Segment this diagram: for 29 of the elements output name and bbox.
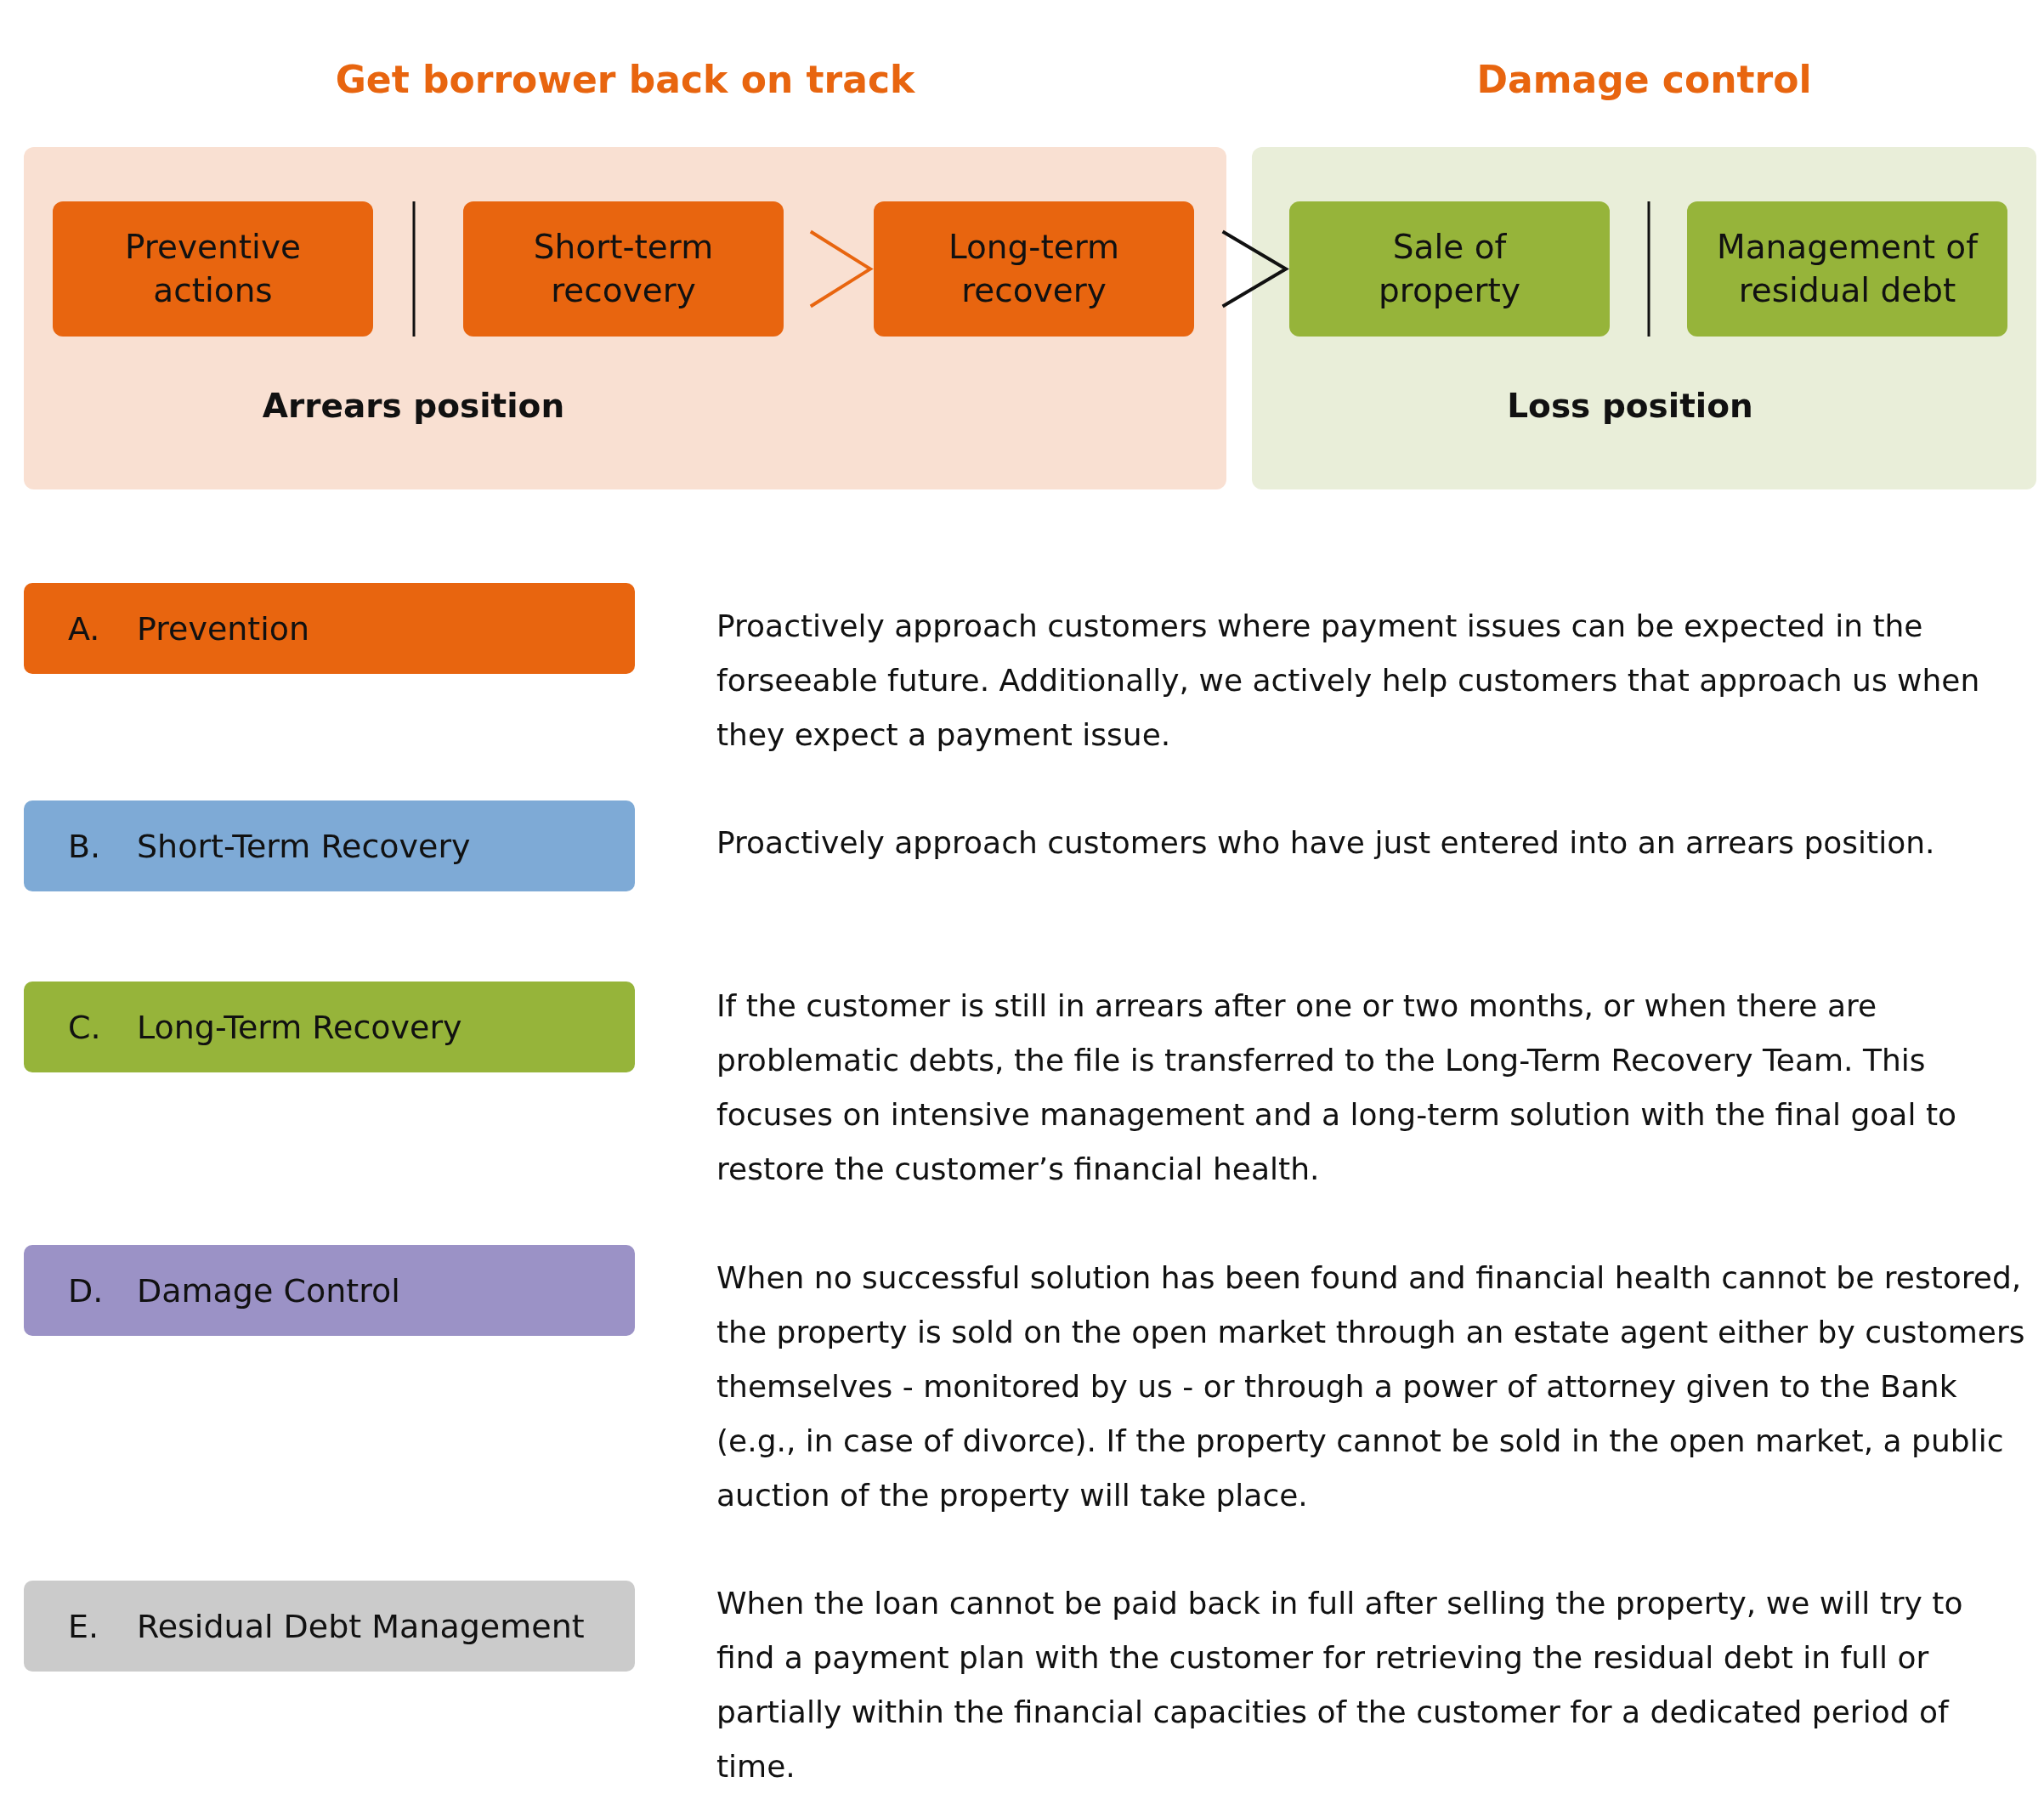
category-bar (24, 1245, 635, 1336)
step-box: Management of residual debt (1687, 201, 2007, 337)
description-text: If the customer is still in arrears after one or two months, or when there are problematic debts, the file is transferred to the Long-Term Recovery Team. This focuses on intensive management and a long-term solution with the final goal to restore the customer’s financial health. (716, 987, 1958, 1188)
category-letter: B. (68, 827, 101, 865)
category-letter: C. (68, 1008, 101, 1046)
description-text: Proactively approach customers who have just entered into an arrears position. (716, 824, 1936, 862)
category-bar (24, 800, 635, 891)
step-box: Sale of property (1289, 201, 1610, 337)
category-letter: D. (68, 1271, 104, 1310)
stage-heading: Get borrower back on track (334, 58, 916, 101)
category-letter: A. (68, 609, 100, 648)
description-text: Proactively approach customers where payment issues can be expected in the forseeable future. Additionally, we actively help customers that approach us when they expect a payment issue. (716, 608, 1981, 754)
category-name: Damage Control (137, 1271, 400, 1310)
description-text: When no successful solution has been found and financial health cannot be restored, the property is sold on the open market through an estate agent either by customers themselves - monitored by us - or through a power of attorney given to the Bank (e.g., in case of divorce). If the property cannot be sold in the open market, a public auction of the property will take place. (716, 1259, 2026, 1514)
category-name: Prevention (137, 609, 310, 648)
panel-title: Arrears position (261, 387, 566, 425)
category-letter: E. (68, 1607, 99, 1645)
category-bar (24, 583, 635, 674)
step-box: Preventive actions (53, 201, 373, 337)
category-bar (24, 982, 635, 1072)
step-box: Long-term recovery (874, 201, 1194, 337)
stage-heading: Damage control (1475, 58, 1813, 101)
panel-title: Loss position (1506, 387, 1754, 425)
category-name: Short-Term Recovery (137, 827, 471, 865)
category-name: Residual Debt Management (137, 1607, 585, 1645)
step-box: Short-term recovery (463, 201, 784, 337)
category-bar (24, 1581, 635, 1672)
category-name: Long-Term Recovery (137, 1008, 462, 1046)
description-text: When the loan cannot be paid back in full after selling the property, we will try to find a payment plan with the customer for retrieving the residual debt in full or partially within the financial capacities of the customer for a dedicated period of time. (716, 1585, 1964, 1785)
